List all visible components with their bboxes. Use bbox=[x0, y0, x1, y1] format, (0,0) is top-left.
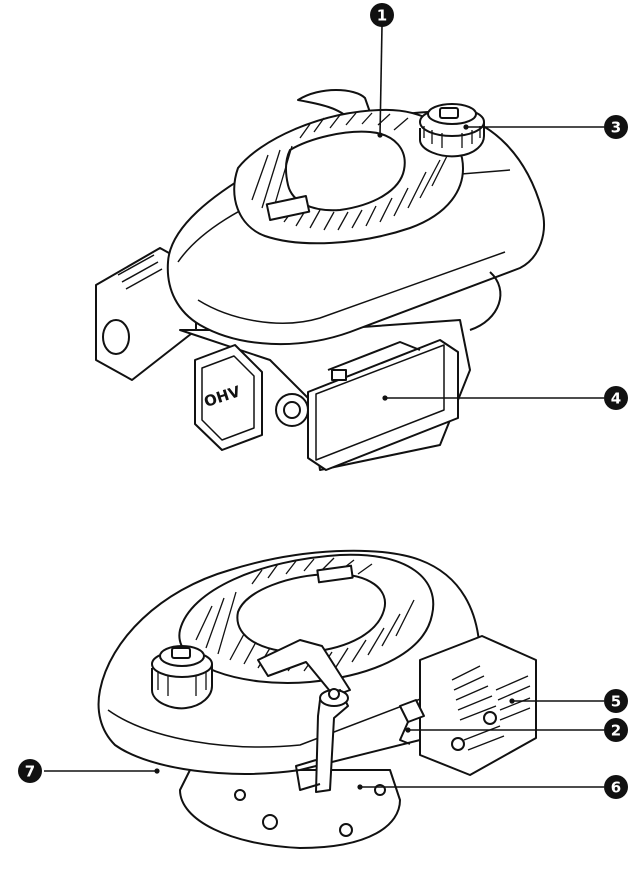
callout-number: 6 bbox=[611, 779, 621, 797]
callout-number: 2 bbox=[611, 722, 621, 740]
leader-1 bbox=[379, 25, 383, 136]
callout-leader-dots bbox=[154, 124, 515, 790]
rear-recoil-cover bbox=[178, 553, 435, 684]
engine-rear-view bbox=[97, 549, 537, 849]
rear-label-plate bbox=[316, 564, 354, 584]
throttle-linkage bbox=[399, 699, 425, 745]
callout-badge-7: 7 bbox=[18, 759, 42, 783]
callout-badge-4: 4 bbox=[604, 386, 628, 410]
engine-front-view: OHV bbox=[95, 89, 545, 471]
callout-number: 3 bbox=[611, 119, 621, 137]
ohv-cylinder-head: OHV bbox=[194, 344, 263, 451]
oil-filler-cap-rear bbox=[151, 645, 213, 710]
muffler-right bbox=[419, 635, 537, 776]
fuel-line bbox=[469, 271, 502, 331]
callout-number: 1 bbox=[377, 7, 387, 25]
air-filter-housing bbox=[307, 339, 459, 471]
callout-badge-5: 5 bbox=[604, 689, 628, 713]
callout-badge-6: 6 bbox=[604, 775, 628, 799]
shroud-label-plate bbox=[265, 195, 311, 221]
oil-filler-cap-top bbox=[419, 103, 485, 158]
callout-leaders bbox=[44, 25, 604, 788]
callout-number: 5 bbox=[611, 693, 621, 711]
callout-badge-1: 1 bbox=[370, 3, 394, 27]
oil-dipstick-tube bbox=[295, 688, 353, 837]
callout-number: 4 bbox=[611, 390, 621, 408]
callout-number: 7 bbox=[25, 763, 35, 781]
mounting-flange bbox=[179, 769, 401, 849]
muffler-vents bbox=[451, 665, 531, 751]
recoil-starter-cover bbox=[233, 108, 464, 245]
callout-badge-2: 2 bbox=[604, 718, 628, 742]
callout-badge-3: 3 bbox=[604, 115, 628, 139]
carburettor-plug bbox=[275, 393, 309, 427]
